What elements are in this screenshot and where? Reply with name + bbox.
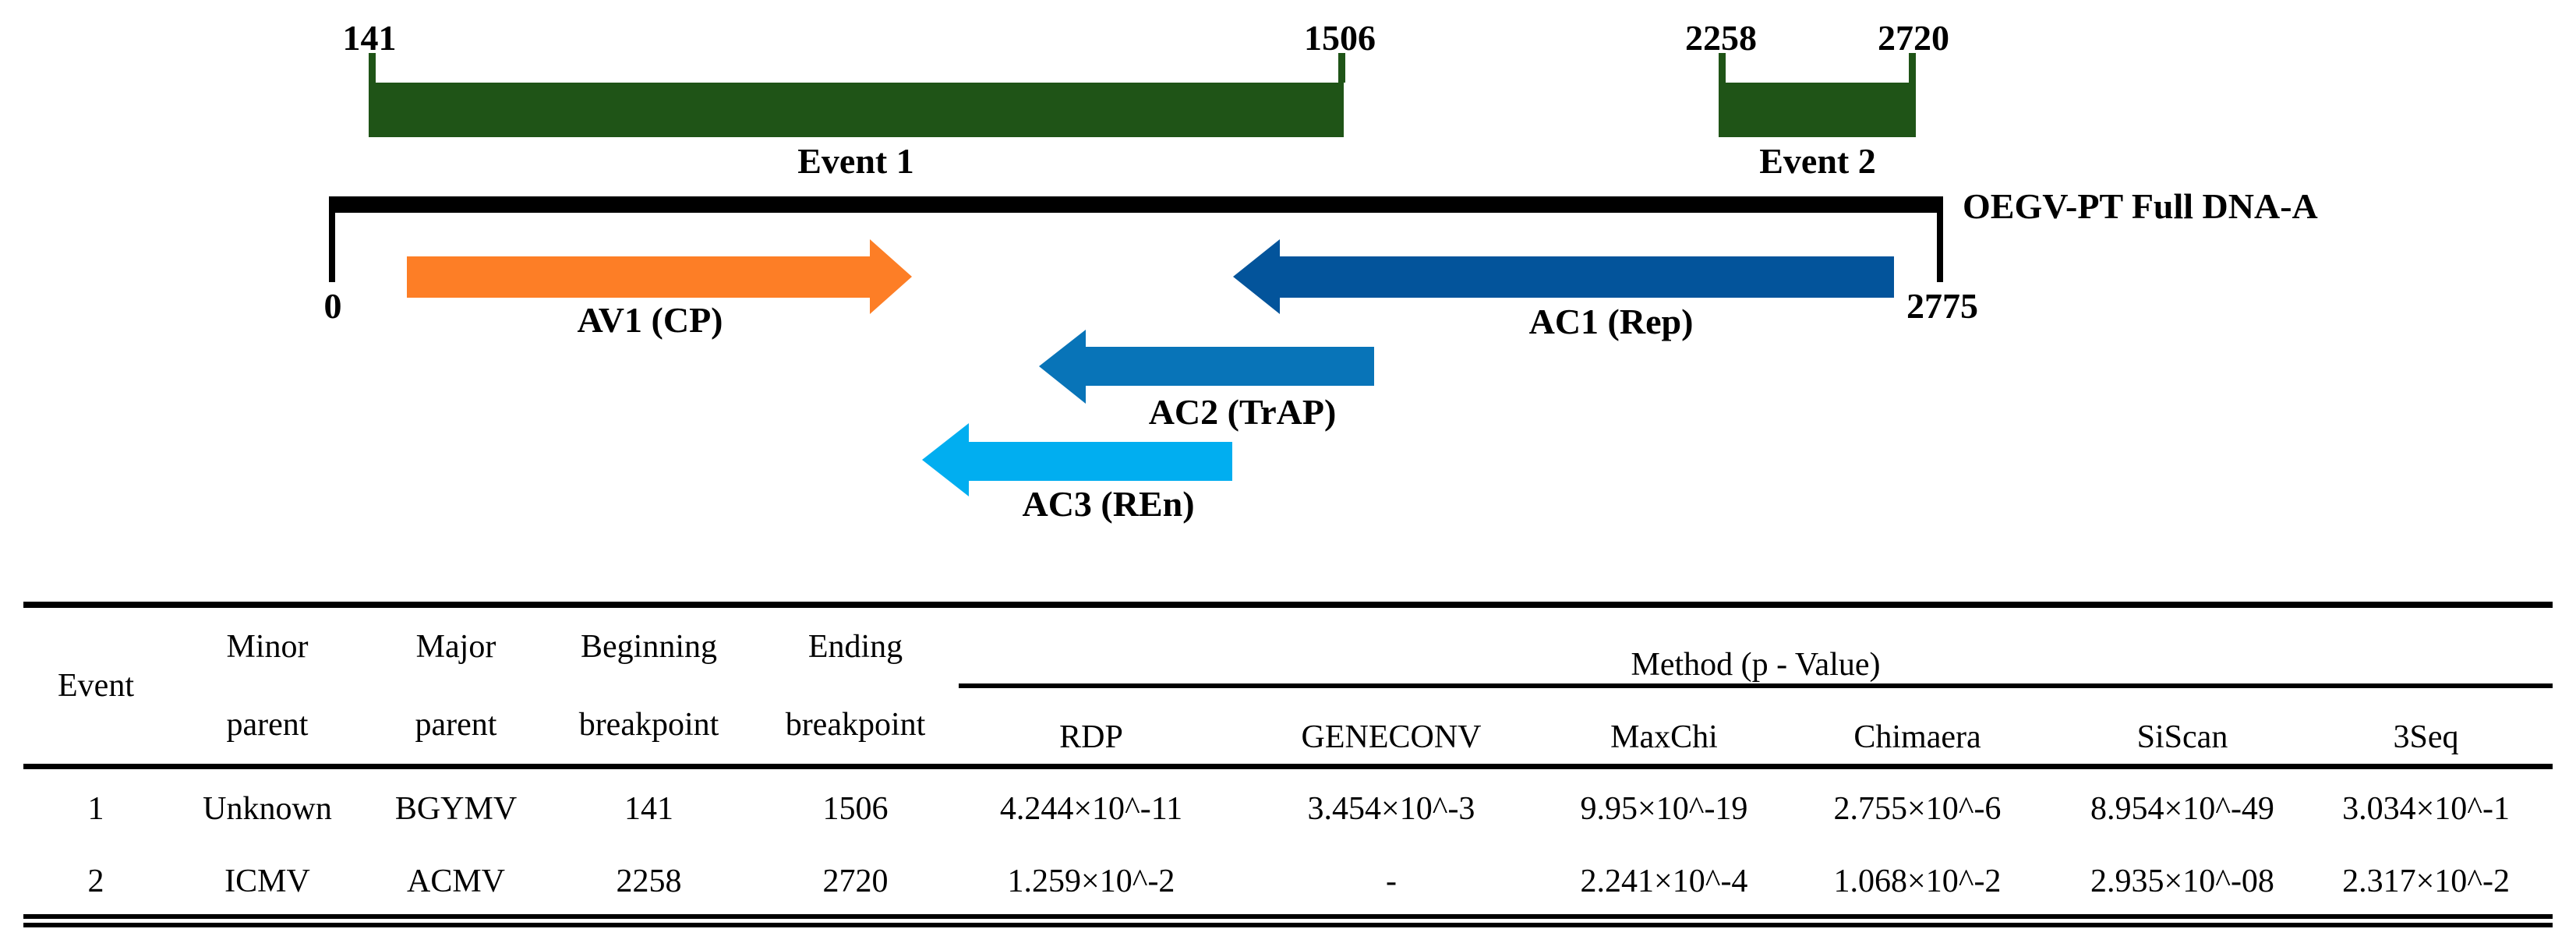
cell-minor-parent: Unknown: [203, 791, 332, 828]
event1-region-bar: [369, 83, 1344, 137]
genome-start-tick: [329, 213, 335, 282]
genome-name-label: OEGV-PT Full DNA-A: [1963, 186, 2318, 226]
cell-event: 1: [87, 791, 104, 828]
cell-ending-breakpoint: 2720: [822, 864, 889, 900]
cell-major-parent: ACMV: [406, 864, 506, 900]
col-header-3seq: 3Seq: [2299, 686, 2553, 770]
cell-siscan-p-value: 2.935×10^-08: [2090, 864, 2274, 900]
gene-label-ac1: AC1 (Rep): [1528, 302, 1694, 341]
cell-maxchi-p-value: 9.95×10^-19: [1580, 791, 1748, 828]
col-header-minor-parent: Minor parent: [168, 605, 366, 769]
cell-major-parent: BGYMV: [394, 791, 518, 828]
cell-beginning-breakpoint: 2258: [616, 864, 682, 900]
cell-3seq-p-value: 2.317×10^-2: [2342, 864, 2510, 900]
col-header-geneconv: GENECONV: [1224, 686, 1559, 770]
cell-geneconv-p-value: 3.454×10^-3: [1307, 791, 1475, 828]
event1-start-coordinate: 141: [342, 18, 397, 58]
cell-maxchi-p-value: 2.241×10^-4: [1580, 864, 1748, 900]
event2-end-coordinate: 2720: [1878, 18, 1949, 58]
event1-end-tick: [1338, 53, 1345, 83]
col-header-major-parent: Major parent: [366, 605, 546, 769]
col-header-maxchi: MaxChi: [1559, 686, 1769, 770]
event2-start-tick: [1719, 53, 1726, 83]
col-header-beginning-breakpoint: Beginning breakpoint: [546, 605, 752, 769]
genome-end-tick: [1937, 213, 1943, 282]
col-header-rdp: RDP: [959, 686, 1224, 770]
event1-label: Event 1: [797, 141, 914, 181]
col-header-siscan: SiScan: [2065, 686, 2299, 770]
event2-start-coordinate: 2258: [1685, 18, 1757, 58]
cell-chimaera-p-value: 1.068×10^-2: [1833, 864, 2002, 900]
cell-geneconv-p-value: -: [1386, 864, 1397, 900]
cell-beginning-breakpoint: 141: [624, 791, 673, 828]
cell-rdp-p-value: 1.259×10^-2: [1007, 864, 1175, 900]
event1-end-coordinate: 1506: [1304, 18, 1376, 58]
event1-start-tick: [369, 53, 376, 83]
event2-region-bar: [1719, 83, 1916, 137]
cell-3seq-p-value: 3.034×10^-1: [2342, 791, 2510, 828]
col-header-chimaera: Chimaera: [1769, 686, 2065, 770]
gene-label-ac2: AC2 (TrAP): [1148, 392, 1337, 432]
cell-rdp-p-value: 4.244×10^-11: [999, 791, 1183, 828]
cell-event: 2: [87, 864, 104, 900]
cell-minor-parent: ICMV: [224, 864, 310, 900]
cell-ending-breakpoint: 1506: [822, 791, 889, 828]
col-header-method-group: Method (p - Value): [959, 605, 2553, 689]
genome-start-coordinate: 0: [323, 286, 342, 326]
col-header-ending-breakpoint: Ending breakpoint: [752, 605, 959, 769]
table-row-event-2: 2 ICMV ACMV 2258 2720 1.259×10^-2 - 2.24…: [23, 849, 2553, 921]
gene-label-ac3: AC3 (REn): [1022, 484, 1195, 524]
event2-end-tick: [1909, 53, 1916, 83]
gene-label-av1: AV1 (CP): [577, 300, 723, 340]
recombination-results-table-wrap: Event Minor parent Major parent Beginnin…: [23, 602, 2553, 927]
genome-end-coordinate: 2775: [1906, 286, 1978, 326]
table-row-event-1: 1 Unknown BGYMV 141 1506 4.244×10^-11 3.…: [23, 767, 2553, 849]
col-header-event: Event: [23, 605, 168, 769]
cell-siscan-p-value: 8.954×10^-49: [2090, 791, 2274, 828]
recombination-results-table: Event Minor parent Major parent Beginnin…: [23, 602, 2553, 927]
genome-line: [329, 196, 1943, 213]
cell-chimaera-p-value: 2.755×10^-6: [1833, 791, 2002, 828]
event2-label: Event 2: [1759, 141, 1876, 181]
